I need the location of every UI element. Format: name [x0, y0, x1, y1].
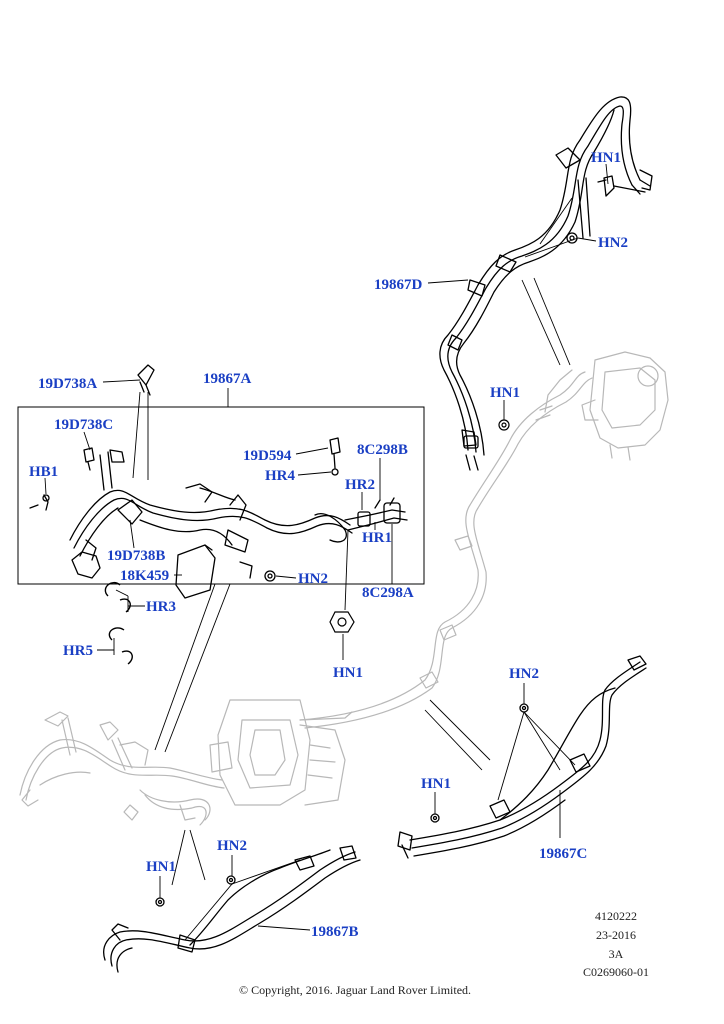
- callout-hn2-top: HN2: [598, 235, 628, 251]
- callout-hn1-mid: HN1: [490, 385, 520, 401]
- illustration-revision: 3A: [608, 947, 624, 961]
- callout-19867d: 19867D: [374, 277, 423, 293]
- callout-labels: HN1 HN2 19867D HN1 19D738A 19867A 19D738…: [29, 150, 628, 940]
- callout-hn2-bottom: HN2: [217, 838, 247, 854]
- callout-hn2-right: HN2: [509, 666, 539, 682]
- hn1-nut-box: [329, 611, 355, 633]
- callout-hr1: HR1: [362, 530, 392, 546]
- hn1-nut-mid: [498, 419, 510, 431]
- callout-18k459: 18K459: [120, 568, 169, 584]
- pipe-assembly-19867c: [397, 655, 647, 859]
- callout-19d738c: 19D738C: [54, 417, 113, 433]
- pipe-assembly-19867d: [439, 96, 653, 471]
- copyright-notice: © Copyright, 2016. Jaguar Land Rover Lim…: [238, 983, 472, 997]
- callout-hr3: HR3: [146, 599, 176, 615]
- callout-hr2: HR2: [345, 477, 375, 493]
- callout-hn1-top: HN1: [591, 150, 621, 166]
- callout-19d594: 19D594: [243, 448, 292, 464]
- illustration-code: C0269060-01: [583, 965, 649, 979]
- callout-hn1-bottom: HN1: [146, 859, 176, 875]
- callout-19867c: 19867C: [539, 846, 587, 862]
- callout-19d738a: 19D738A: [38, 376, 97, 392]
- callout-19d738b: 19D738B: [107, 548, 165, 564]
- callout-hb1: HB1: [29, 464, 58, 480]
- illustration-id: 4120222: [595, 909, 637, 923]
- clip-hr5: [108, 627, 133, 665]
- leader-lines: [44, 163, 609, 941]
- callout-hn1-box: HN1: [333, 665, 363, 681]
- illustration-date: 23-2016: [596, 928, 636, 942]
- ghosted-background: [19, 351, 669, 826]
- callout-8c298b: 8C298B: [357, 442, 408, 458]
- callout-hr5: HR5: [63, 643, 93, 659]
- pipe-assembly-19867a: [29, 364, 408, 599]
- callout-hn1-right: HN1: [421, 776, 451, 792]
- callout-19867a: 19867A: [203, 371, 252, 387]
- callout-hn2-box: HN2: [298, 571, 328, 587]
- pipe-assembly-19867b: [103, 845, 361, 973]
- clip-hr3: [104, 581, 131, 613]
- assembly-frame-19867a: [17, 406, 425, 585]
- callout-8c298a: 8C298A: [362, 585, 414, 601]
- callout-19867b: 19867B: [311, 924, 359, 940]
- callout-hr4: HR4: [265, 468, 296, 484]
